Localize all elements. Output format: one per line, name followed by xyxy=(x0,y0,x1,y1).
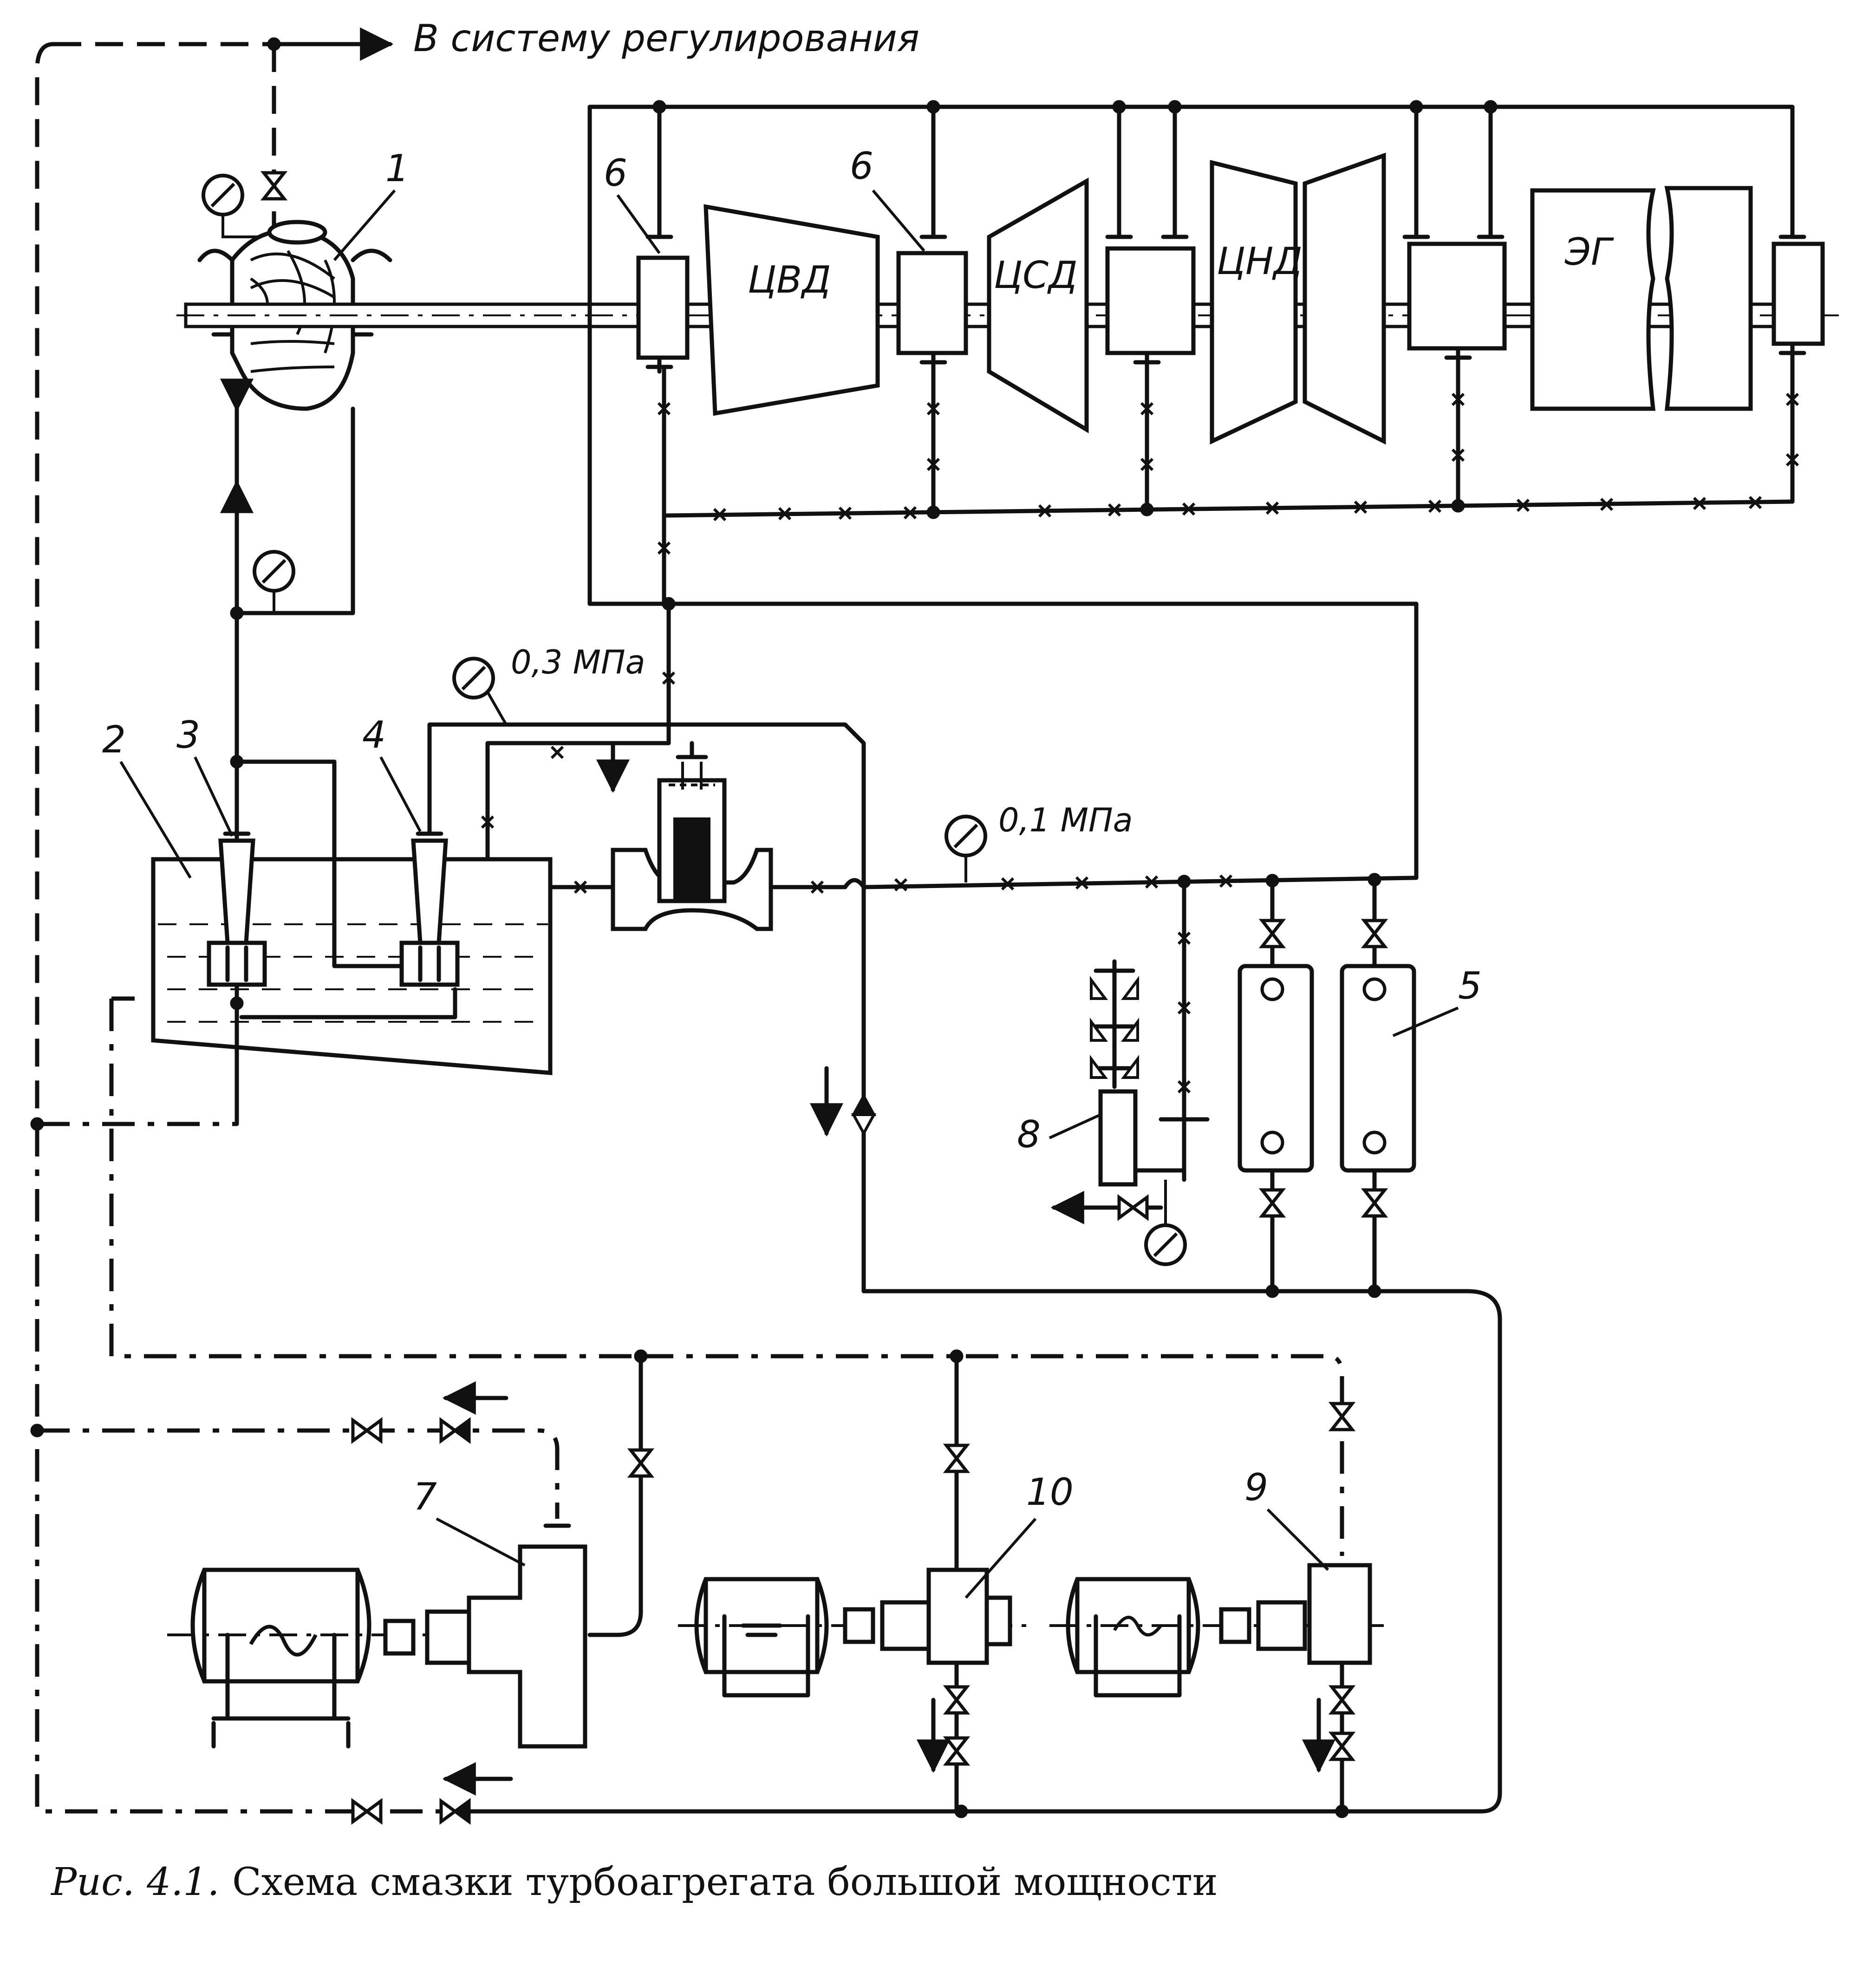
label-2: 2 xyxy=(102,718,126,761)
valve-regulation xyxy=(264,173,284,199)
valve-pump-9-discharge-a xyxy=(1332,1687,1352,1713)
bearing-drain-line xyxy=(471,341,1806,960)
label-8: 8 xyxy=(1017,1113,1041,1156)
lp-cylinder-left xyxy=(1210,160,1298,445)
label-9: 9 xyxy=(1244,1466,1268,1509)
caption-prefix: Рис. 4.1. xyxy=(50,1860,220,1904)
label-10: 10 xyxy=(1026,1470,1074,1514)
ip-cylinder xyxy=(987,177,1089,433)
pump-unit-7 xyxy=(167,1544,587,1749)
to-regulation-label: В систему регулирования xyxy=(413,17,919,60)
bearing-1 xyxy=(636,255,690,360)
gauge-01 xyxy=(946,817,985,856)
hp-cylinder xyxy=(704,204,880,416)
bearing-3 xyxy=(1105,246,1196,355)
check-valve-1 xyxy=(441,1420,469,1441)
label-6a: 6 xyxy=(604,151,627,195)
valve-cooler-1-out xyxy=(1262,1190,1283,1216)
gauge-pump-top xyxy=(203,176,242,215)
valve-reverse-1a xyxy=(353,1420,381,1441)
generator xyxy=(1530,188,1656,411)
exciter xyxy=(1664,186,1753,411)
pressure-01-label: 0,1 МПа xyxy=(998,801,1133,839)
valve-pump-9-discharge-b xyxy=(1332,1733,1352,1759)
gauge-pump-discharge xyxy=(254,552,293,591)
generator-label: ЭГ xyxy=(1564,230,1614,274)
label-7: 7 xyxy=(413,1475,437,1518)
ip-label: ЦСД xyxy=(994,254,1077,297)
figure-caption: Рис. 4.1. Схема смазки турбоагрегата бол… xyxy=(50,1860,1218,1904)
oil-coolers xyxy=(1238,877,1416,1298)
hp-label: ЦВД xyxy=(748,258,831,301)
pressure-reducing-valve xyxy=(548,741,1419,931)
valve-cooler-2-in xyxy=(1364,921,1385,947)
pump-unit-10 xyxy=(678,1568,1036,1814)
bearing-oil-header xyxy=(587,100,1806,880)
bearing-5 xyxy=(1772,242,1825,346)
valve-pump-7-discharge xyxy=(631,1450,651,1476)
gauge-03 xyxy=(454,659,493,698)
pressure-03-label: 0,3 МПа xyxy=(511,643,645,681)
caption-text: Схема смазки турбоагрегата большой мощно… xyxy=(232,1860,1218,1904)
valve-reverse-2a xyxy=(353,1801,381,1822)
pump-pressure-header xyxy=(467,950,1502,1818)
lp-cylinder-right xyxy=(1303,152,1386,445)
gauge-8 xyxy=(1146,1225,1185,1264)
valve-cooler-2-out xyxy=(1364,1190,1385,1216)
regulation-line xyxy=(35,27,394,1124)
bearing-4 xyxy=(1407,242,1507,351)
valve-pump-10-discharge-a xyxy=(946,1687,967,1713)
valve-pump-10-suction xyxy=(946,1445,967,1471)
valve-pump-10-discharge-b xyxy=(946,1738,967,1764)
valve-pump-9-suction xyxy=(1332,1404,1352,1430)
label-6b: 6 xyxy=(850,144,873,188)
label-4: 4 xyxy=(362,713,386,757)
check-valve-2 xyxy=(441,1801,469,1822)
label-1: 1 xyxy=(385,147,409,190)
lp-label: ЦНД xyxy=(1217,240,1303,283)
injector-4 xyxy=(230,722,866,1019)
valve-8-drain xyxy=(1119,1197,1147,1218)
bearing-2 xyxy=(896,251,968,355)
bearings xyxy=(636,242,1825,360)
valve-cooler-1-in xyxy=(1262,921,1283,947)
label-5: 5 xyxy=(1458,964,1482,1007)
safety-valve-8 xyxy=(1050,879,1210,1264)
dash-dot-network xyxy=(30,996,1352,1822)
label-3: 3 xyxy=(176,713,200,757)
turbine-cylinders xyxy=(704,152,1753,445)
pump-unit-9 xyxy=(1049,1563,1384,1814)
injector-3 xyxy=(207,759,267,1126)
